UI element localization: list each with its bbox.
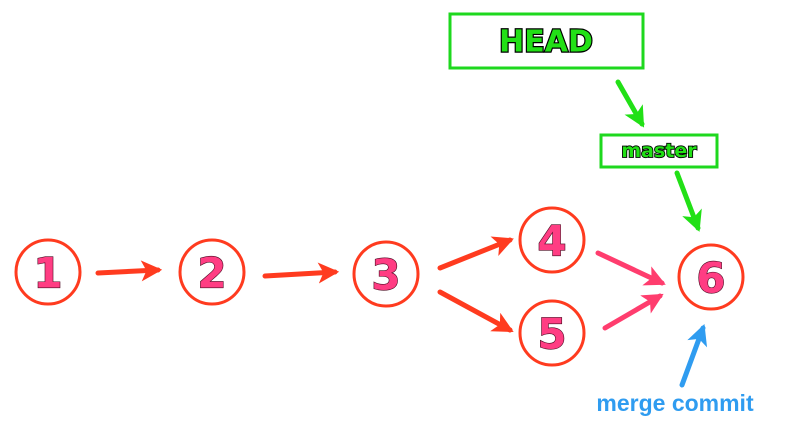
master-ref-box: master [599,133,719,169]
arrow-4-to-6 [595,250,666,286]
commit-node-3: 3 [352,240,420,308]
arrow-head-to-master [615,79,645,128]
commit-label: 4 [537,217,566,266]
arrow-5-to-6 [602,293,664,331]
commit-node-2: 2 [178,238,246,306]
commit-label: 3 [371,251,400,300]
arrow-3-to-5 [437,289,514,333]
commit-label: 1 [33,249,62,298]
arrow-2-to-3 [262,262,340,284]
commit-node-5: 5 [518,299,586,367]
head-ref-box: HEAD [448,12,645,70]
commit-label: 5 [537,310,566,359]
arrow-merge-commit-to-6 [679,324,708,388]
commit-label: 2 [197,249,226,298]
commit-node-6: 6 [677,243,745,311]
arrow-master-to-6 [674,170,702,232]
master-ref-label: master [621,140,697,162]
merge-commit-label: merge commit [596,390,754,416]
commit-node-1: 1 [14,238,82,306]
arrow-1-to-2 [95,260,163,282]
commit-node-4: 4 [518,206,586,274]
arrow-3-to-4 [437,236,514,271]
commit-label: 6 [696,254,725,303]
head-ref-label: HEAD [499,25,593,60]
